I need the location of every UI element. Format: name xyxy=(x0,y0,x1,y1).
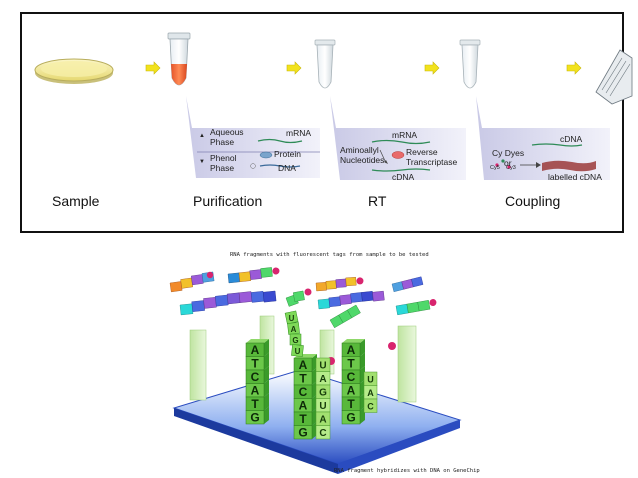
probe-letter: A xyxy=(347,343,356,357)
tube-empty-icon xyxy=(459,39,481,89)
label-cy3: Cy3 xyxy=(506,165,516,171)
probe-letter: T xyxy=(299,372,307,386)
chip-slide-icon xyxy=(595,49,633,105)
label-reverse-transcriptase: Reverse Transcriptase xyxy=(406,147,458,167)
probe-letter: C xyxy=(299,385,308,399)
probe-letter: G xyxy=(250,411,259,425)
label-protein: Protein xyxy=(274,149,301,159)
petri-dish-icon xyxy=(34,58,114,84)
hybrid-letter: C xyxy=(367,402,374,412)
hybrid-letter: U xyxy=(319,401,326,412)
stage-label-rt: RT xyxy=(368,193,387,209)
probe-letter: T xyxy=(299,412,307,426)
tube-orange-icon xyxy=(167,32,191,86)
tube-empty-icon xyxy=(314,39,336,89)
probe-base-top xyxy=(246,339,269,343)
hybrid-letter: A xyxy=(319,374,326,385)
probe-base-side xyxy=(360,352,365,370)
label-cy-dyes: Cy Dyes xyxy=(492,148,525,158)
probe-base-side xyxy=(264,379,269,397)
label-aqueous-phase: Aqueous Phase xyxy=(210,127,244,147)
probe-letter: G xyxy=(298,426,307,440)
hybrid-letter: U xyxy=(319,361,326,372)
arrow-icon xyxy=(145,61,582,75)
caption-bottom: RNA fragment hybridizes with DNA on Gene… xyxy=(334,468,480,474)
probe-base-side xyxy=(264,366,269,384)
hybrid-letter: A xyxy=(319,415,326,426)
probe-base-side xyxy=(264,352,269,370)
probe-letter: T xyxy=(251,397,259,411)
label-mrna-rt: mRNA xyxy=(392,130,418,140)
probe-base-side xyxy=(360,339,365,357)
probe-base-top xyxy=(342,339,365,343)
stage-label-coupling: Coupling xyxy=(505,193,561,209)
probe-letter: T xyxy=(251,357,259,371)
probe-letter: C xyxy=(347,370,356,384)
label-phenol-phase: Phenol Phase xyxy=(210,153,237,173)
probe-letter: T xyxy=(347,397,355,411)
protein-icon xyxy=(259,151,273,159)
fragment-letter: G xyxy=(292,336,298,345)
probe-base xyxy=(245,410,265,425)
arrow-down-icon: ▼ xyxy=(199,159,205,165)
label-or: or xyxy=(504,158,512,168)
labelled-cdna-icon xyxy=(542,160,596,172)
purification-panel: ▲ ▼ xyxy=(186,96,320,178)
label-labelled-cdna: labelled cDNA xyxy=(548,172,602,182)
hybrid-base xyxy=(363,398,378,413)
probe-base-side xyxy=(264,339,269,357)
hybrid-letter: G xyxy=(319,388,327,399)
probe-base xyxy=(341,410,361,425)
probe-letter: A xyxy=(251,384,260,398)
probe-letter: A xyxy=(347,384,356,398)
hybrid-letter: A xyxy=(367,388,374,398)
enzyme-icon xyxy=(391,151,405,159)
label-dna: DNA xyxy=(278,163,296,173)
caption-top: RNA fragments with fluorescent tags from… xyxy=(230,252,429,258)
probe-base xyxy=(293,425,313,440)
fragment-letter: U xyxy=(289,314,295,323)
hybrid-letter: C xyxy=(319,428,326,439)
fragment-letter: U xyxy=(295,347,301,356)
hybrid-base xyxy=(315,425,331,440)
stage-label-purification: Purification xyxy=(193,193,263,209)
rna-fragment xyxy=(169,267,437,329)
label-cy5: Cy5 xyxy=(490,165,500,171)
rt-panel xyxy=(330,96,466,180)
stage-label-sample: Sample xyxy=(52,193,100,209)
hybrid-letter: U xyxy=(367,375,374,385)
probe-letter: A xyxy=(299,399,308,413)
fragment-base xyxy=(291,344,304,357)
label-cdna-rt: cDNA xyxy=(392,172,415,182)
probe-letter: T xyxy=(347,357,355,371)
probe-letter: C xyxy=(251,370,260,384)
probe-base-side xyxy=(264,406,269,424)
probe-letter: G xyxy=(346,411,355,425)
fragment-letter: A xyxy=(291,325,297,334)
probe-letter: A xyxy=(299,358,308,372)
label-aminoallyl: Aminoallyl Nucleotides xyxy=(340,145,385,165)
arrow-up-icon: ▲ xyxy=(199,133,205,139)
probe-letter: A xyxy=(251,343,260,357)
coupling-panel xyxy=(476,96,610,180)
label-mrna-purif: mRNA xyxy=(286,128,312,138)
label-cdna-coupling: cDNA xyxy=(560,134,583,144)
probe-base-side xyxy=(264,393,269,411)
